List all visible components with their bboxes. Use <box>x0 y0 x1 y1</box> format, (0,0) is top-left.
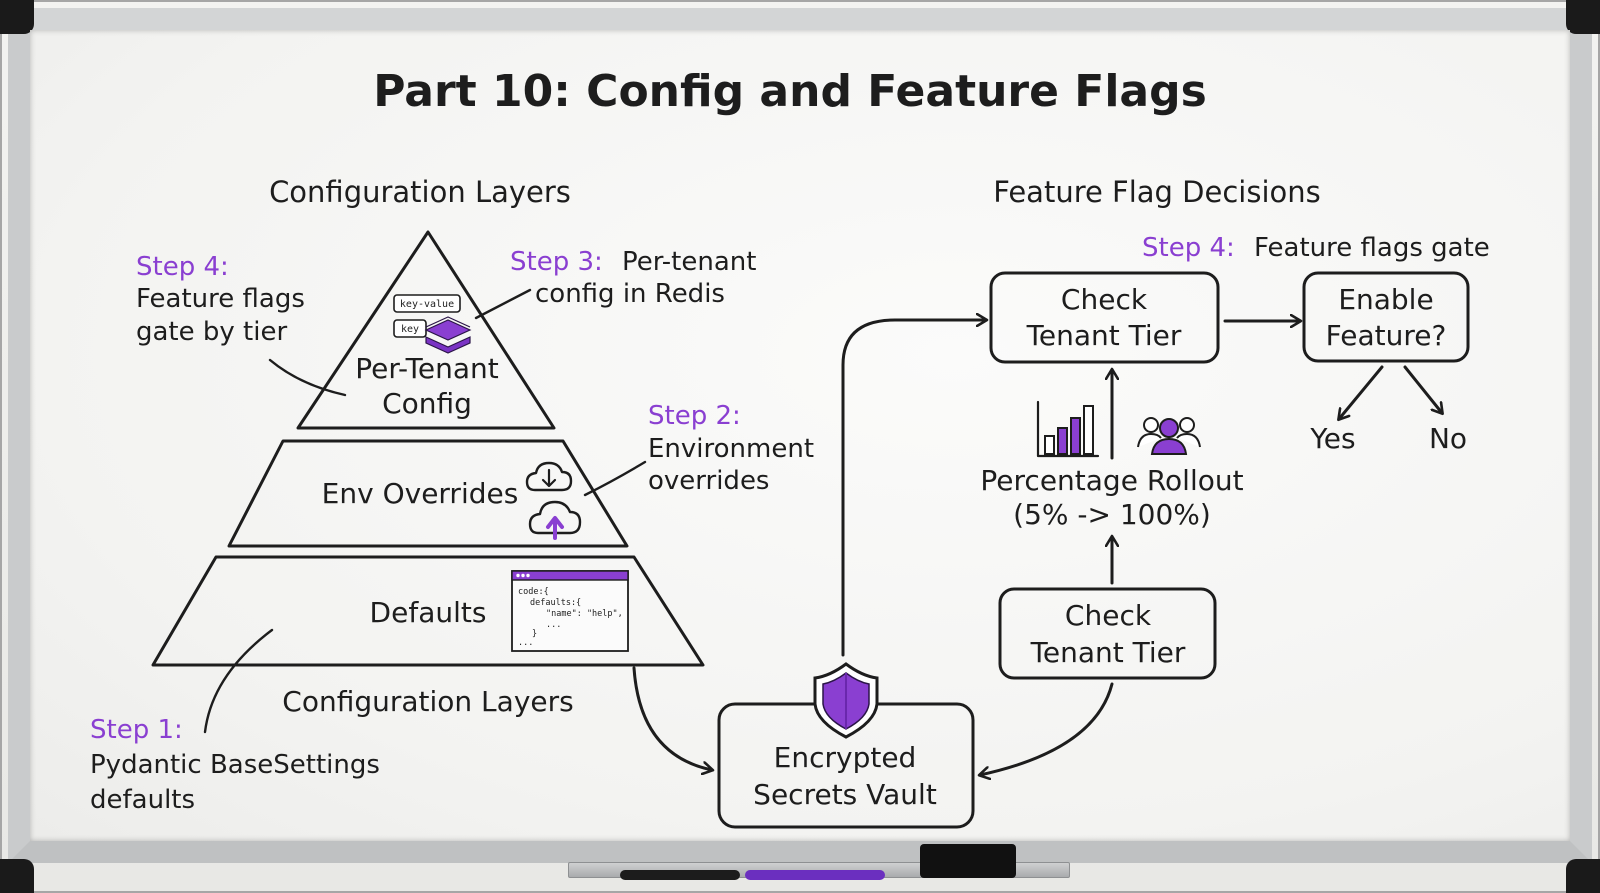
check-tenant-tier-top-box: Check Tenant Tier <box>989 271 1220 364</box>
purple-marker <box>745 870 885 880</box>
pyramid-top-label-line1: Per-Tenant <box>355 352 499 385</box>
pyramid-bottom-label: Defaults <box>370 596 487 629</box>
pyramid-caption: Configuration Layers <box>282 685 573 718</box>
check-top-line1: Check <box>1061 283 1148 316</box>
pyramid-top-tier <box>296 230 556 430</box>
rollout-line1: Percentage Rollout <box>980 464 1243 497</box>
enable-feature-box: Enable Feature? <box>1302 271 1470 363</box>
code-line-4: ... <box>546 620 561 630</box>
pyramid-middle-tier <box>227 439 629 548</box>
step4-left-line1: Feature flags <box>136 284 305 314</box>
arrow-pyramid-to-vault <box>632 666 712 770</box>
arrow-vault-to-check-top <box>841 320 986 657</box>
frame-corner-top-left <box>0 0 34 34</box>
step2-line1: Environment <box>648 434 814 464</box>
step2-line2: overrides <box>648 466 769 496</box>
step1-line2: defaults <box>90 785 195 815</box>
frame-corner-bottom-right <box>1566 859 1600 893</box>
arrow-enable-to-no <box>1403 365 1442 413</box>
redis-key-label: key <box>401 324 419 335</box>
check-top-line2: Tenant Tier <box>1026 319 1182 352</box>
users-group-icon <box>1137 417 1201 455</box>
page-title: Part 10: Config and Feature Flags <box>373 66 1207 117</box>
step2-tag: Step 2: <box>648 401 741 431</box>
step4-left-note: Step 4: Feature flags gate by tier <box>136 252 347 397</box>
left-section-heading: Configuration Layers <box>269 175 571 209</box>
decision-yes-label: Yes <box>1309 422 1355 455</box>
whiteboard-surface <box>30 30 1570 841</box>
step1-line1: Pydantic BaseSettings <box>90 750 380 780</box>
whiteboard-rail <box>8 8 1592 863</box>
arrow-check-bottom-to-vault <box>980 682 1114 775</box>
enable-line1: Enable <box>1338 283 1433 316</box>
step1-note: Step 1: Pydantic BaseSettings defaults <box>90 628 380 815</box>
pyramid-top-label-line2: Config <box>382 387 472 420</box>
rollout-line2: (5% -> 100%) <box>1013 498 1211 531</box>
vault-line2: Secrets Vault <box>753 778 937 811</box>
redis-key-value-label: key-value <box>400 299 454 310</box>
check-tenant-tier-bottom-box: Check Tenant Tier <box>998 587 1217 680</box>
flow-arrows <box>632 320 1442 775</box>
secrets-vault-box: Encrypted Secrets Vault <box>717 702 975 829</box>
check-bottom-line1: Check <box>1065 599 1152 632</box>
step4-right-text: Feature flags gate <box>1254 233 1490 263</box>
step2-leader-line <box>583 460 647 497</box>
step4-left-leader-line <box>268 358 347 397</box>
step1-leader-line <box>203 628 274 734</box>
code-line-2: defaults:{ <box>530 598 581 608</box>
step1-tag: Step 1: <box>90 715 183 745</box>
step3-note: Step 3: Per-tenant config in Redis <box>474 247 756 320</box>
code-line-1: code:{ <box>518 587 549 597</box>
right-section-heading: Feature Flag Decisions <box>993 175 1321 209</box>
eraser <box>920 844 1016 878</box>
code-snippet-icon: code:{ defaults:{ "name": "help", ... } … <box>511 570 629 652</box>
code-line-3: "name": "help", <box>546 609 623 619</box>
redis-icon: key-value key <box>393 294 472 354</box>
pyramid-bottom-tier <box>151 555 705 667</box>
code-line-5: } <box>532 629 537 639</box>
shield-icon <box>813 662 879 739</box>
step3-line1: Per-tenant <box>622 247 756 277</box>
black-marker <box>620 870 740 880</box>
cloud-download-icon <box>525 461 573 492</box>
step3-line2: config in Redis <box>535 279 725 309</box>
decision-no-label: No <box>1429 422 1467 455</box>
frame-corner-top-right <box>1566 0 1600 34</box>
frame-corner-bottom-left <box>0 859 34 893</box>
step4-right-tag: Step 4: <box>1142 233 1235 263</box>
step3-tag: Step 3: <box>510 247 603 277</box>
code-line-6: ... <box>518 638 533 648</box>
step4-left-tag: Step 4: <box>136 252 229 282</box>
bar-chart-icon <box>1036 400 1100 458</box>
pyramid-middle-label: Env Overrides <box>322 477 519 510</box>
step2-note: Step 2: Environment overrides <box>583 401 814 497</box>
enable-line2: Feature? <box>1326 319 1447 352</box>
config-pyramid: Per-Tenant Config Env Overrides Defaults <box>151 230 705 667</box>
step3-leader-line <box>474 288 532 320</box>
step4-left-line2: gate by tier <box>136 317 287 347</box>
cloud-upload-icon <box>528 500 582 540</box>
vault-line1: Encrypted <box>774 741 917 774</box>
arrow-enable-to-yes <box>1339 365 1384 419</box>
check-bottom-line2: Tenant Tier <box>1030 636 1186 669</box>
